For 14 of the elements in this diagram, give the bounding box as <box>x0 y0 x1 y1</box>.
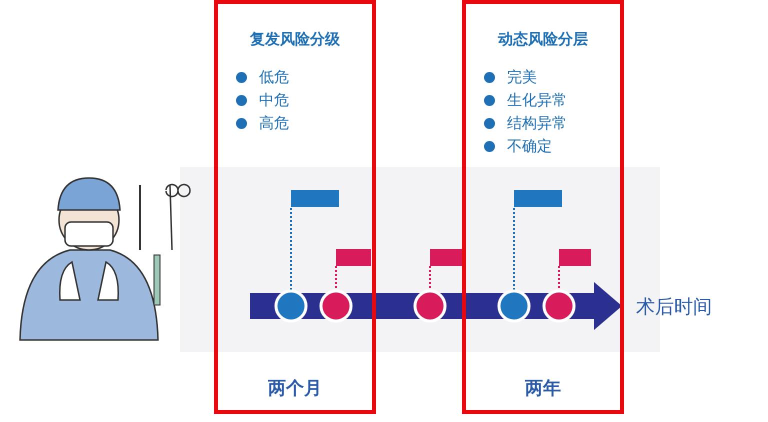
time-point-label: 两年 <box>524 377 562 400</box>
list-item: 中危 <box>259 91 289 110</box>
list-item: 低危 <box>259 68 289 87</box>
highlight-frame <box>462 0 624 414</box>
list-item: 生化异常 <box>507 91 567 110</box>
axis-label: 术后时间 <box>636 295 712 320</box>
time-point-label: 两个月 <box>267 377 323 400</box>
section-heading: 复发风险分级 <box>249 30 341 49</box>
list-item: 完美 <box>507 68 537 87</box>
highlight-frame <box>214 0 376 414</box>
list-item: 高危 <box>259 114 289 133</box>
list-item: 结构异常 <box>507 114 567 133</box>
list-item: 不确定 <box>507 137 552 156</box>
section-heading: 动态风险分层 <box>496 30 589 49</box>
